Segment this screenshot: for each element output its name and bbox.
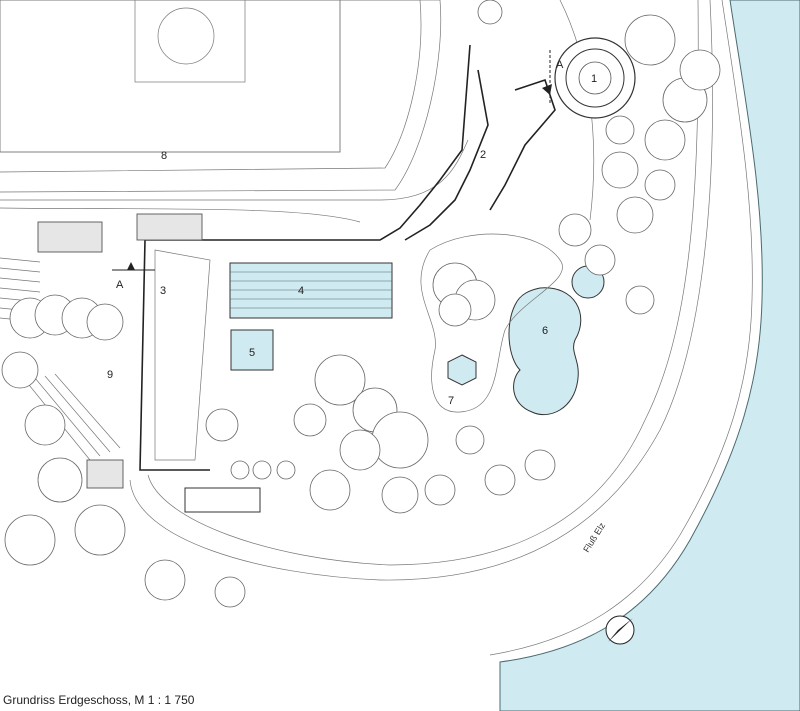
label-1: 1 <box>591 73 597 85</box>
small-pool <box>230 329 274 371</box>
trees <box>1 0 721 608</box>
riverbank-line <box>489 0 753 656</box>
sports-field <box>0 0 442 193</box>
label-8: 8 <box>161 150 167 162</box>
entrance-pavilion <box>554 37 636 119</box>
main-building <box>139 44 556 471</box>
section-label-top: A <box>556 59 564 71</box>
label-7: 7 <box>448 395 454 407</box>
landscape-lines <box>0 0 713 581</box>
section-arrow-icon <box>542 84 552 95</box>
section-marker-top <box>542 50 552 105</box>
leisure-pool <box>508 287 582 416</box>
label-3: 3 <box>160 285 166 297</box>
river-label: Fluß Elz <box>581 520 607 554</box>
service-building <box>184 487 261 513</box>
label-9: 9 <box>107 369 113 381</box>
north-arrow-icon <box>605 615 635 645</box>
label-6: 6 <box>542 325 548 337</box>
terrace-ring <box>420 233 563 413</box>
umbrellas <box>230 460 296 480</box>
label-2: 2 <box>480 149 486 161</box>
section-marker-left <box>112 262 155 271</box>
section-arrow-icon <box>127 262 135 270</box>
label-4: 4 <box>298 285 304 297</box>
section-label-left: A <box>116 279 124 291</box>
gazebo <box>447 354 477 386</box>
river <box>499 0 800 711</box>
shed-2 <box>136 213 203 241</box>
shed-1 <box>37 221 103 253</box>
lap-pool <box>229 262 393 319</box>
shed-3 <box>86 459 124 489</box>
label-5: 5 <box>249 347 255 359</box>
plan-caption: Grundriss Erdgeschoss, M 1 : 1 750 <box>3 693 195 707</box>
